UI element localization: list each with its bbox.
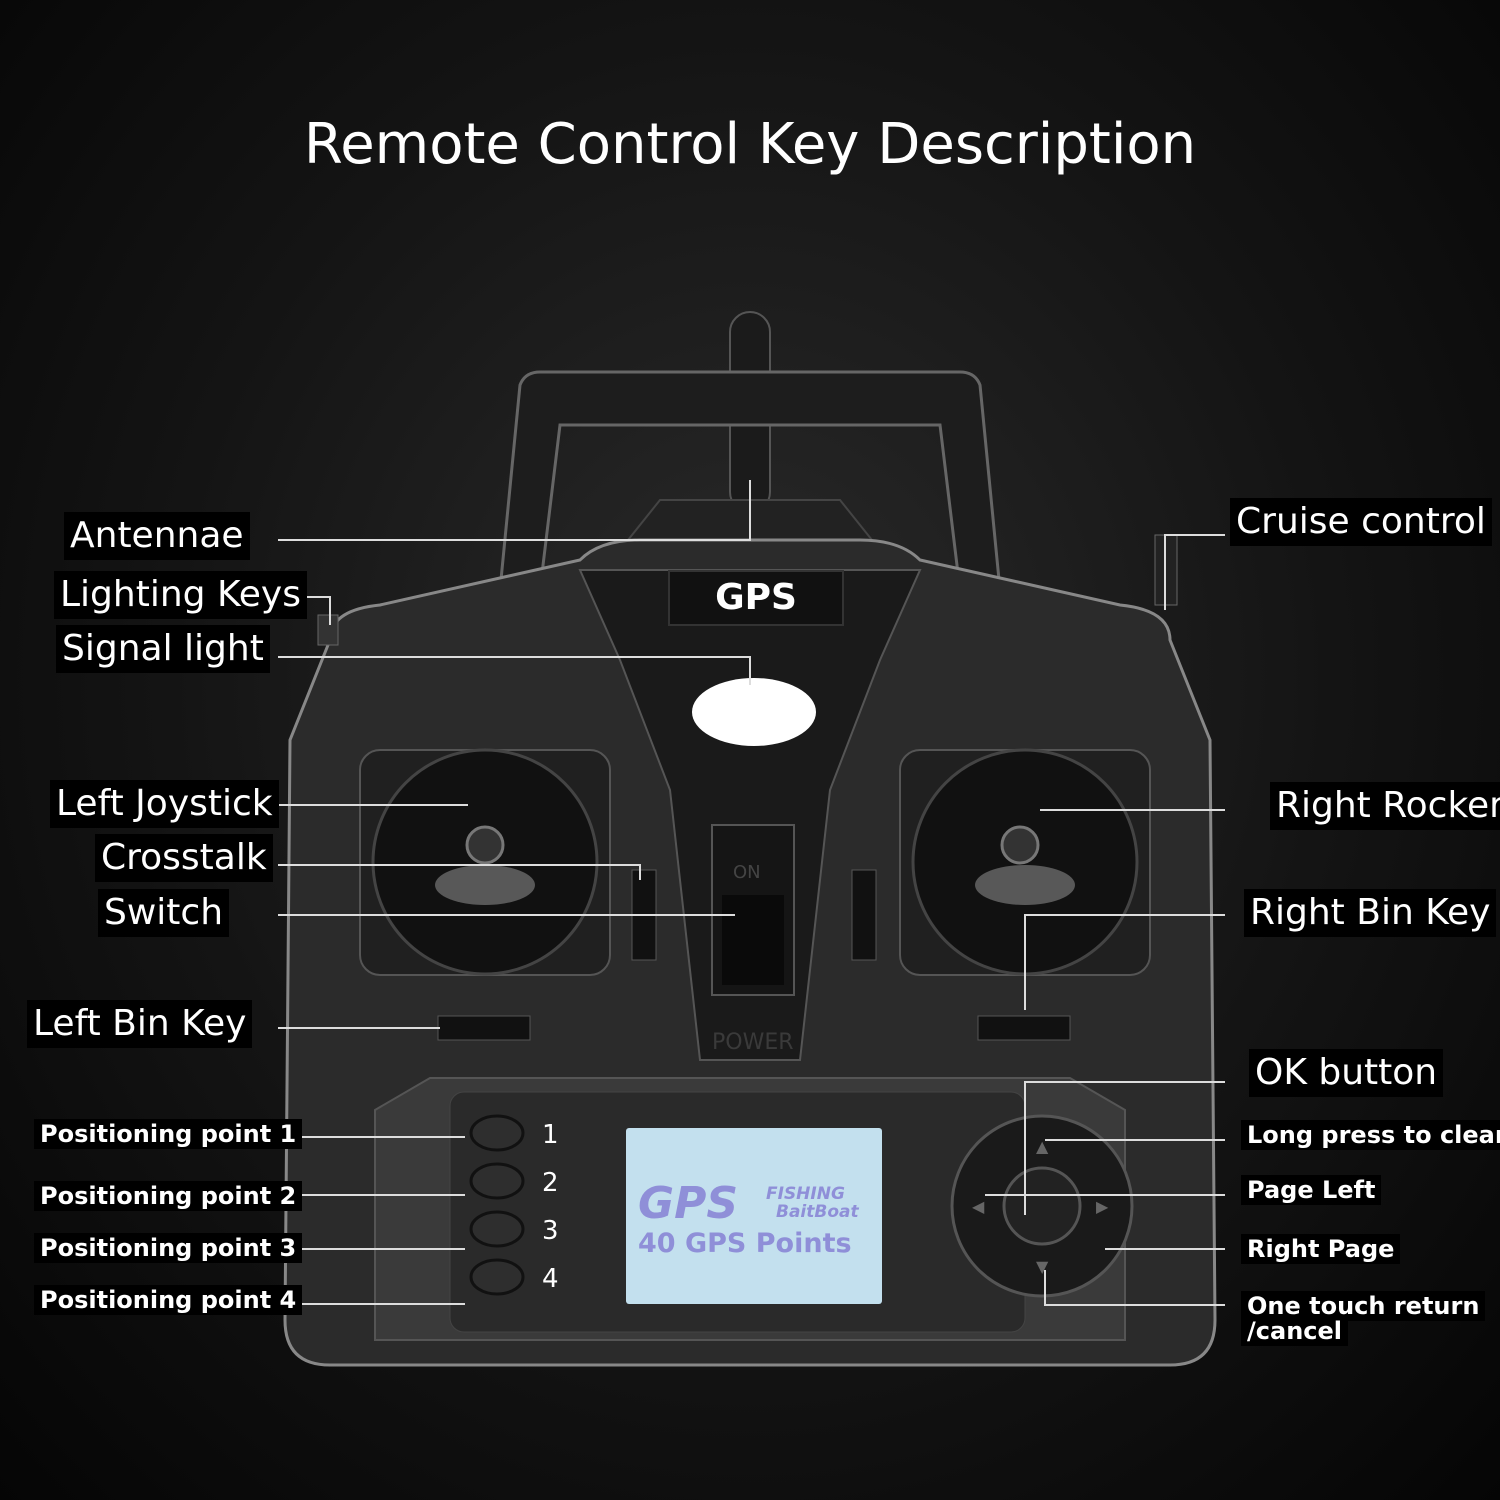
label-lighting-keys: Lighting Keys [54,571,307,619]
lcd-line1: FISHING [766,1184,845,1204]
lighting-key [317,614,339,646]
label-page-left: Page Left [1241,1175,1382,1205]
label-signal-light: Signal light [56,625,270,673]
svg-text:▲: ▲ [1036,1137,1049,1156]
gps-badge: GPS [668,570,844,626]
label-positioning-point-1: Positioning point 1 [34,1119,303,1149]
label-antennae: Antennae [64,512,250,560]
label-positioning-point-4: Positioning point 4 [34,1285,303,1315]
point-number: 2 [542,1168,559,1198]
label-cancel: /cancel [1241,1316,1349,1346]
pos-button-4 [469,1258,525,1296]
lcd-line2: BaitBoat [776,1202,859,1222]
signal-light [692,678,816,746]
lcd-points: 40 GPS Points [638,1228,852,1259]
lcd-screen: GPS FISHING BaitBoat 40 GPS Points [626,1128,882,1304]
page-title: Remote Control Key Description [303,112,1197,177]
label-positioning-point-3: Positioning point 3 [34,1233,303,1263]
right-bin-key [977,1015,1071,1041]
label-right-bin-key: Right Bin Key [1244,889,1497,937]
label-long-press-clear: Long press to clear [1241,1120,1500,1150]
point-number: 3 [542,1216,559,1246]
ok-button [1002,1166,1082,1246]
label-left-bin-key: Left Bin Key [27,1000,253,1048]
power-text: POWER [712,1030,794,1055]
label-ok-button: OK button [1249,1049,1444,1097]
pos-button-2 [469,1162,525,1200]
label-switch: Switch [98,889,230,937]
switch-on-text: ON [733,862,761,883]
label-right-rocker: Right Rocker [1270,782,1500,830]
pos-button-3 [469,1210,525,1248]
label-crosstalk: Crosstalk [95,834,273,882]
left-joystick [465,825,505,865]
label-left-joystick: Left Joystick [50,780,279,828]
svg-text:▼: ▼ [1036,1257,1049,1276]
svg-text:▶: ▶ [1096,1197,1109,1216]
label-right-page: Right Page [1241,1234,1401,1264]
lcd-logo: GPS [638,1178,739,1229]
point-number: 1 [542,1120,559,1150]
pos-button-1 [469,1114,525,1152]
label-cruise-control: Cruise control [1230,498,1492,546]
right-joystick [1000,825,1040,865]
leader-lines [278,480,1225,1306]
label-positioning-point-2: Positioning point 2 [34,1181,303,1211]
left-bin-key [437,1015,531,1041]
svg-text:◀: ◀ [972,1197,985,1216]
point-number: 4 [542,1264,559,1294]
